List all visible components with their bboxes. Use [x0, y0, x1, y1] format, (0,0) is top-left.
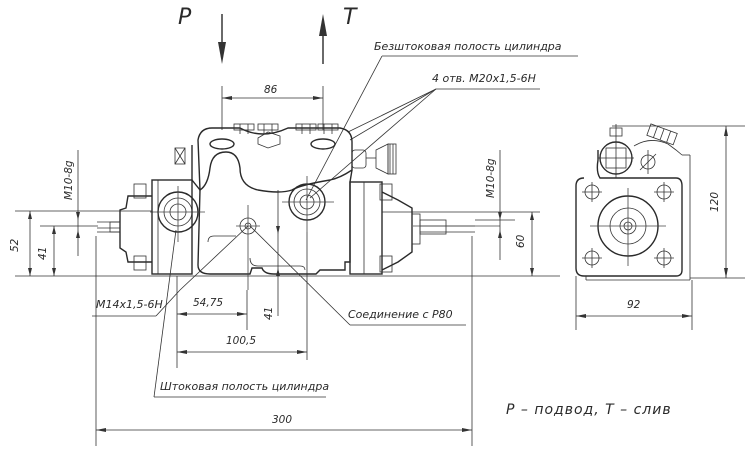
dim-side-height-label: 120: [709, 192, 721, 212]
dim-offset-2: [177, 232, 308, 360]
tank-port-label: T: [343, 5, 358, 30]
dim-left-height-inner-label: 41: [37, 247, 49, 260]
callout-rod-cavity-leader: [153, 229, 326, 398]
left-flange-assembly: [97, 179, 193, 275]
tank-port-arrow: [319, 14, 327, 64]
dim-left-thread: [76, 150, 80, 256]
dim-right-thread-label: M10-8g: [485, 158, 497, 198]
dim-left-height-outer-label: 52: [9, 238, 21, 252]
dim-offset-1-label: 54,75: [193, 297, 223, 309]
dim-right-height: [530, 212, 534, 276]
right-flange-assembly: [349, 181, 500, 275]
dim-offset-2-label: 100,5: [226, 335, 256, 347]
callout-piston-cavity-leader: [305, 55, 578, 201]
dim-side-width: [575, 276, 693, 330]
dim-right-height-label: 60: [515, 234, 527, 248]
callout-connection: Соединение с Р80: [348, 308, 453, 321]
callout-left-thread: M14x1,5-6H: [96, 298, 163, 311]
dim-center-height: [276, 190, 280, 316]
dim-overall-length-label: 300: [272, 414, 292, 426]
callout-left-thread-leader: [92, 225, 249, 317]
callout-piston-cavity: Безштоковая полость цилиндра: [374, 40, 562, 53]
dim-port-spacing-label: 86: [264, 84, 278, 96]
dim-center-height-label: 41: [263, 307, 275, 320]
legend-note: P – подвод, T – слив: [506, 402, 672, 418]
pressure-port-label: P: [178, 5, 192, 30]
dim-port-spacing: [221, 86, 324, 130]
pressure-port-arrow: [218, 14, 226, 64]
dim-right-thread: [475, 150, 515, 260]
side-bolt-holes: [582, 182, 674, 268]
dim-overall-length: [95, 236, 473, 446]
callout-rod-cavity: Штоковая полость цилиндра: [160, 380, 329, 393]
dim-offset-1: [176, 276, 248, 368]
callout-connection-leader: [249, 225, 466, 326]
dim-side-height: [612, 125, 745, 279]
dim-left-height-outer: [28, 211, 32, 276]
valve-side-view: [575, 123, 691, 281]
dim-side-width-label: 92: [627, 299, 641, 311]
dim-left-height-inner: [52, 226, 56, 276]
valve-body-front-view: [150, 123, 397, 290]
callout-threaded-holes-leader: [309, 88, 540, 199]
reference-lines: [15, 210, 560, 277]
callout-threaded-holes: 4 отв. M20x1,5-6H: [432, 72, 536, 85]
dim-left-thread-label: M10-8g: [63, 160, 75, 200]
